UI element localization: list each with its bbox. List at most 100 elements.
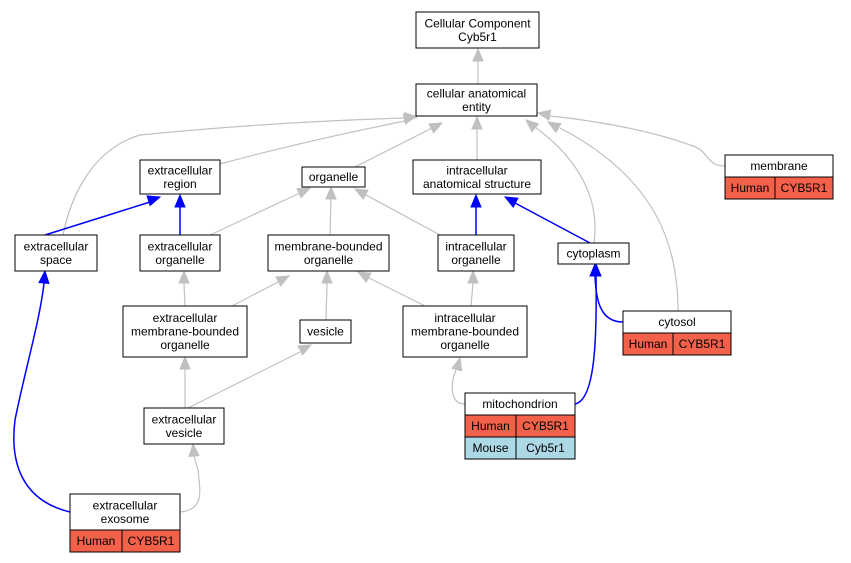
edge-cytosol-cae-line — [559, 127, 679, 312]
edge-exmbo-mbo-line — [231, 281, 279, 307]
node-root-label-line: Cellular Component — [424, 16, 531, 30]
edge-cytoplasm-cae-arrowhead — [525, 119, 540, 133]
node-exspace-label-line: extracellular — [24, 239, 89, 253]
node-cae-label-line: entity — [462, 100, 491, 114]
node-exves-label-line: extracellular — [152, 412, 217, 426]
node-exspace-box — [14, 234, 98, 272]
edge-exmbo-exorg — [178, 269, 190, 307]
node-root-label-line: Cyb5r1 — [458, 30, 497, 44]
node-exreg-label-line: region — [163, 177, 196, 191]
edge-exorg-organelle-line — [209, 192, 301, 236]
node-mito-label-line: mitochondrion — [482, 397, 557, 411]
node-membrane-species-row: Human CYB5R1 — [724, 176, 834, 200]
node-vesicle[interactable]: vesicle — [299, 319, 352, 344]
edge-exmbo-exorg-arrowhead — [178, 269, 190, 284]
edge-intorg-organelle-line — [365, 194, 441, 236]
node-cytoplasm[interactable]: cytoplasm — [557, 242, 630, 265]
species-name: Human — [731, 181, 770, 195]
edge-cytoplasm-ias — [503, 196, 591, 244]
edge-mbo-organelle — [325, 185, 337, 236]
edge-exspace-cae — [62, 111, 419, 236]
gene-cell — [121, 529, 181, 553]
node-exosome-label-line: extracellular — [93, 498, 158, 512]
edge-cytoplasm-cae — [525, 119, 596, 244]
edge-vesicle-mbo-arrowhead — [321, 269, 333, 284]
edge-ias-cae-arrowhead — [471, 115, 483, 130]
node-organelle-box — [301, 166, 366, 188]
edge-exorg-organelle — [209, 187, 312, 236]
edge-exmbo-mbo-arrowhead — [275, 275, 291, 287]
edge-cytoplasm-ias-arrowhead — [503, 196, 519, 208]
edge-mito-intmbo-arrowhead — [451, 356, 463, 372]
edge-intmbo-intorg — [467, 269, 479, 307]
gene-symbol: CYB5R1 — [522, 419, 569, 433]
edge-intorg-organelle-arrowhead — [353, 188, 369, 200]
species-name: Mouse — [472, 441, 508, 455]
node-organelle[interactable]: organelle — [301, 166, 366, 188]
edge-exspace-exreg-arrowhead — [146, 195, 162, 207]
edge-mito-cytoplasm-arrowhead — [590, 262, 602, 277]
edge-mito-intmbo — [451, 356, 466, 405]
edge-exspace-exreg — [44, 195, 162, 236]
node-exosome-box — [69, 493, 181, 531]
node-cytosol-label-line: cytosol — [658, 315, 695, 329]
node-intmbo-box — [402, 305, 528, 358]
edge-intorg-organelle — [353, 188, 441, 236]
edge-mito-intmbo-line — [451, 369, 466, 405]
edge-exves-vesicle-arrowhead — [297, 344, 313, 356]
edge-cytosol-cytoplasm-line — [594, 275, 624, 323]
edge-exorg-exreg — [174, 193, 186, 235]
edge-exmbo-mbo — [231, 275, 291, 307]
edge-mito-cytoplasm-line — [574, 275, 597, 405]
edge-exves-exmbo-arrowhead — [179, 355, 191, 370]
edge-exspace-exreg-line — [44, 201, 151, 236]
edge-organelle-cae — [354, 122, 444, 168]
species-name: Human — [629, 337, 668, 351]
species-name: Human — [77, 534, 116, 548]
node-cae-box — [415, 83, 538, 117]
edge-cytosol-cae — [546, 121, 679, 312]
edge-exosome-exspace-arrowhead — [38, 269, 50, 284]
node-intorg-label-line: organelle — [451, 253, 501, 267]
node-exreg-box — [139, 159, 221, 195]
edge-membrane-cae-line — [549, 115, 726, 167]
edge-exves-exmbo — [179, 355, 191, 408]
edge-exosome-exves-arrowhead — [188, 442, 200, 457]
edge-cytosol-cae-arrowhead — [546, 121, 562, 134]
gene-cell — [774, 176, 834, 200]
edge-intmbo-mbo — [356, 271, 426, 307]
node-intmbo-label-line: organelle — [440, 338, 490, 352]
node-organelle-label-line: organelle — [309, 170, 359, 184]
edge-exmbo-exorg-line — [183, 282, 186, 307]
gene-symbol: Cyb5r1 — [526, 441, 565, 455]
node-exorg-label-line: extracellular — [148, 239, 213, 253]
edge-exosome-exves — [179, 442, 201, 513]
node-ias-label-line: anatomical structure — [423, 177, 531, 191]
edge-membrane-cae — [536, 109, 726, 167]
gene-symbol: CYB5R1 — [781, 181, 828, 195]
node-mbo-box — [267, 234, 390, 272]
node-vesicle-box — [299, 319, 352, 344]
node-ias-label-line: intracellular — [446, 163, 507, 177]
edge-intmbo-mbo-arrowhead — [356, 271, 372, 283]
edge-intmbo-mbo-line — [368, 277, 426, 307]
node-exmbo-label-line: extracellular — [153, 311, 218, 325]
node-exspace-label-line: space — [40, 253, 72, 267]
